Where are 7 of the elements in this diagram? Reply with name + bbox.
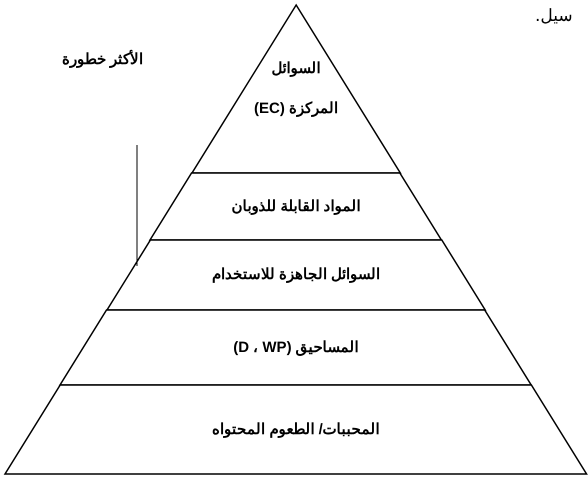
tier-label: السوائل المركزة (EC) xyxy=(252,59,339,119)
tier-label: المساحيق (D ، WP) xyxy=(233,338,359,358)
tier-label: السوائل الجاهزة للاستخدام xyxy=(212,265,380,285)
text-fragment: سيل. xyxy=(535,6,573,26)
tier-label: المواد القابلة للذوبان xyxy=(231,196,361,216)
side-label: الأكثر خطورة xyxy=(62,50,144,68)
tier-label: المحببات/ الطعوم المحتواه xyxy=(212,420,380,440)
